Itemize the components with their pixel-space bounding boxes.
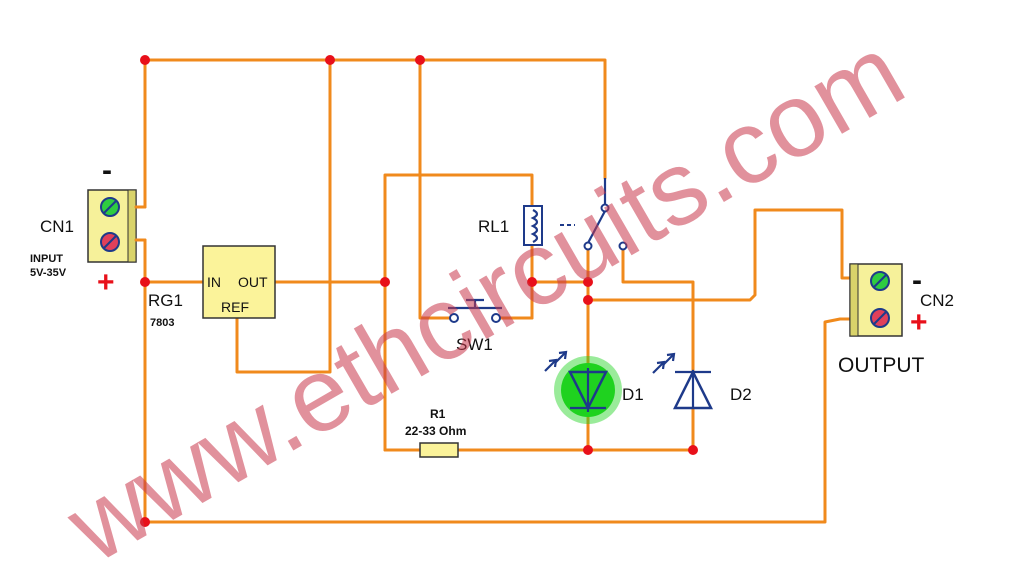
cn1-label: CN1 xyxy=(40,217,74,236)
node-d1-anode xyxy=(583,295,593,305)
d1-label: D1 xyxy=(622,385,644,404)
node-reg-out xyxy=(380,277,390,287)
sw1-pushbutton xyxy=(448,298,502,323)
wire-d1-top xyxy=(586,208,852,302)
node-d1-cathode xyxy=(583,445,593,455)
node-top-sw xyxy=(415,55,425,65)
wire-left-vertical xyxy=(383,173,534,452)
cn2-connector xyxy=(849,263,903,337)
node-bottom-left xyxy=(140,517,150,527)
cn1-minus-sign: - xyxy=(102,154,112,187)
node-d2-bottom xyxy=(688,445,698,455)
node-relay xyxy=(527,277,537,287)
sw1-label: SW1 xyxy=(456,335,493,354)
d2-led xyxy=(652,352,714,410)
wire-sw1-left xyxy=(418,58,452,320)
reg-ref-label: REF xyxy=(221,299,249,315)
r1-label: R1 xyxy=(430,407,446,421)
output-label: OUTPUT xyxy=(838,354,925,377)
d2-label: D2 xyxy=(730,385,752,404)
node-d1-top xyxy=(583,277,593,287)
cn1-plus-sign: + xyxy=(97,266,115,299)
rl1-label: RL1 xyxy=(478,217,509,236)
wires xyxy=(143,58,852,524)
rl1-relay xyxy=(523,178,628,251)
r1-value-label: 22-33 Ohm xyxy=(405,424,466,438)
d1-led xyxy=(544,350,622,424)
cn2-plus-sign: + xyxy=(910,306,928,339)
input-label: INPUT xyxy=(30,253,63,265)
rg1-regulator xyxy=(202,245,276,319)
rg1-part-label: 7803 xyxy=(150,317,174,329)
wire-relay-no xyxy=(621,248,695,372)
wire-reg-ref xyxy=(235,58,332,374)
node-top-ref xyxy=(325,55,335,65)
labels: - CN1 INPUT 5V-35V + RG1 7803 IN OUT REF… xyxy=(30,154,954,438)
reg-in-label: IN xyxy=(207,274,221,290)
node-top-left xyxy=(140,55,150,65)
input-range-label: 5V-35V xyxy=(30,267,67,279)
cn2-label: CN2 xyxy=(920,291,954,310)
rg1-label: RG1 xyxy=(148,291,183,310)
r1-resistor xyxy=(419,442,459,458)
wire-top-rail xyxy=(143,58,607,180)
wire-bottom-rail xyxy=(143,317,852,524)
cn2-minus-sign: - xyxy=(912,264,922,297)
node-reg-in xyxy=(140,277,150,287)
cn1-connector xyxy=(87,189,147,263)
reg-out-label: OUT xyxy=(238,274,268,290)
junction-nodes xyxy=(140,55,698,527)
